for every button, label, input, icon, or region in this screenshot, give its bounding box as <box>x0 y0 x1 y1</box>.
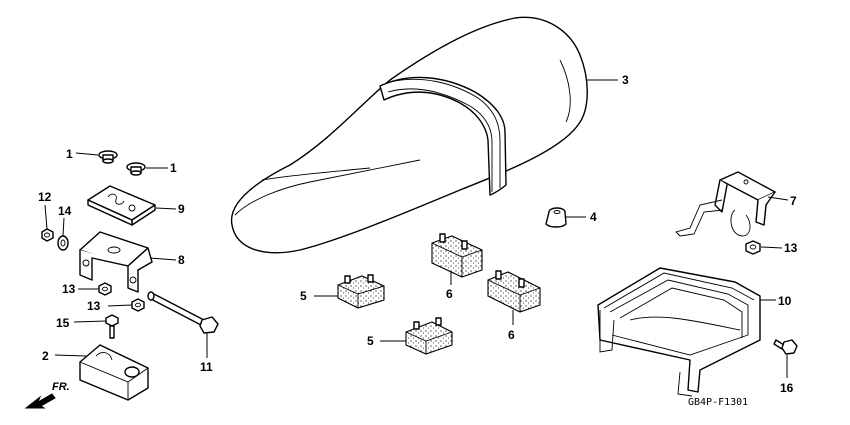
front-label: FR. <box>52 381 70 393</box>
cushion-part-5b <box>405 317 453 355</box>
cap-part-1b <box>126 162 146 176</box>
plate-part-9 <box>87 185 156 226</box>
callout-5a: 5 <box>300 289 307 303</box>
callout-1b: 1 <box>170 161 177 175</box>
callout-13b: 13 <box>87 299 101 313</box>
cushion-part-6a <box>431 233 483 278</box>
callout-13a: 13 <box>62 282 76 296</box>
callout-4: 4 <box>590 210 597 224</box>
hook-part-7 <box>675 171 776 237</box>
nut-part-13c <box>745 240 761 255</box>
cap-part-1a <box>98 150 118 164</box>
callout-9: 9 <box>178 202 185 216</box>
bolt-part-11 <box>147 291 219 334</box>
callout-13c: 13 <box>784 241 798 255</box>
washer-part-14 <box>57 235 69 251</box>
callout-16: 16 <box>780 381 794 395</box>
callout-7: 7 <box>790 194 797 208</box>
callout-11: 11 <box>200 360 213 374</box>
callout-3: 3 <box>622 73 629 87</box>
part-code: GB4P-F1301 <box>688 397 748 408</box>
callout-15: 15 <box>56 316 70 330</box>
callout-6b: 6 <box>508 328 515 342</box>
callout-8: 8 <box>178 253 185 267</box>
nut-part-13a <box>98 282 112 296</box>
mount-part-2 <box>79 344 149 401</box>
nut-part-12 <box>41 228 54 242</box>
front-direction-arrow: FR. <box>24 381 70 409</box>
callout-1a: 1 <box>66 147 73 161</box>
seat-part <box>230 16 588 254</box>
callout-10: 10 <box>778 294 792 308</box>
cushion-part-5a <box>337 274 385 309</box>
callout-6a: 6 <box>446 287 453 301</box>
callout-5b: 5 <box>367 334 374 348</box>
nut-part-13b <box>131 298 145 312</box>
callout-12: 12 <box>38 190 52 204</box>
rubber-part-4 <box>545 207 567 228</box>
bolt-part-16 <box>773 339 798 355</box>
callout-labels: 1 1 2 3 4 5 5 6 6 7 8 9 10 11 12 13 13 1… <box>38 73 798 395</box>
bolt-part-15 <box>105 314 119 339</box>
cushion-part-6b <box>487 270 541 313</box>
callout-2: 2 <box>42 349 49 363</box>
callout-14: 14 <box>58 204 72 218</box>
rack-part-10 <box>597 267 761 397</box>
bracket-part-8 <box>79 231 153 293</box>
leader-lines <box>44 79 789 378</box>
